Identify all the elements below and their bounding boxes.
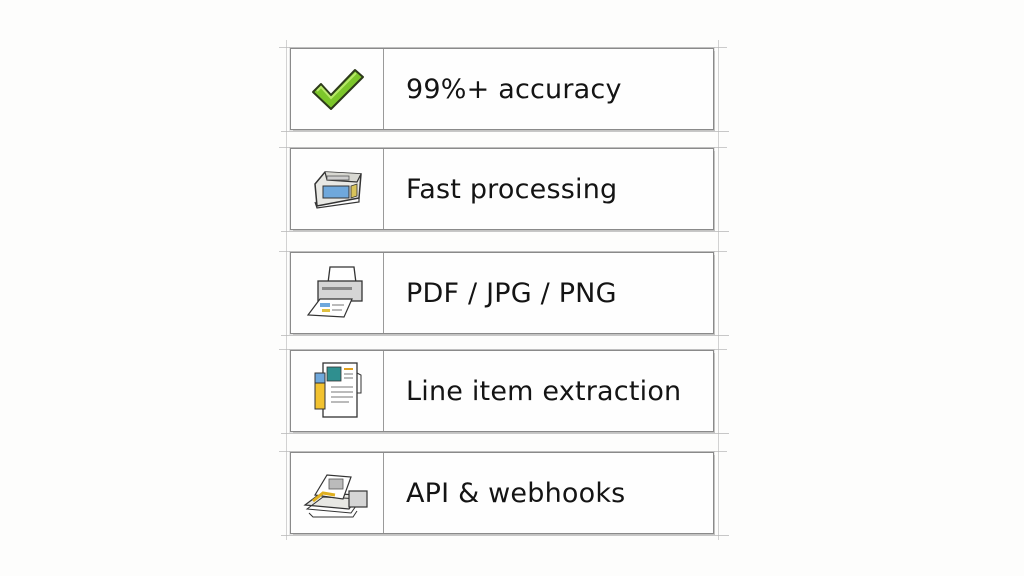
feature-label: 99%+ accuracy [406,73,622,105]
feature-label: Line item extraction [406,375,682,407]
scanner-icon [314,171,362,209]
feature-label: Fast processing [406,173,618,205]
printer-icon [306,266,363,318]
feature-label: PDF / JPG / PNG [406,277,617,309]
feature-row-fast-processing: Fast processing [279,147,729,232]
feature-row-formats: PDF / JPG / PNG [279,251,729,336]
document-icon [314,362,362,418]
feature-row-api: API & webhooks [279,451,729,536]
feature-label: API & webhooks [406,477,626,509]
sketch-guide-line [286,40,287,540]
feature-row-line-items: Line item extraction [279,349,729,434]
sketch-guide-line [718,40,719,540]
feature-row-accuracy: 99%+ accuracy [279,47,729,132]
document-stack-icon [303,474,368,518]
checkmark-icon [312,69,364,110]
